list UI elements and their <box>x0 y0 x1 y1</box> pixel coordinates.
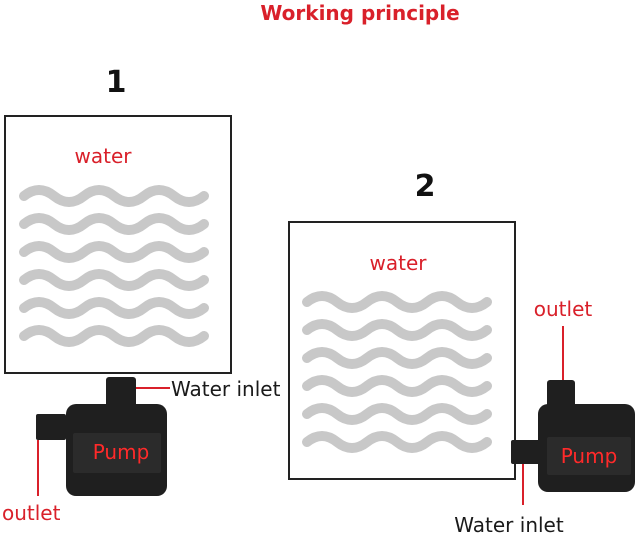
diagram-title: Working principle <box>260 1 459 25</box>
water-wave-line <box>19 297 209 319</box>
pump-1-inlet-label: Water inlet <box>171 377 281 401</box>
pump-1-outlet-nozzle <box>36 414 66 440</box>
tank-1-water-waves <box>19 185 209 347</box>
pump-2-label: Pump <box>561 444 618 468</box>
tank-1-label: water <box>75 144 133 168</box>
setup-1-number: 1 <box>106 65 127 100</box>
tank-2-label: water <box>370 251 428 275</box>
water-wave-line <box>302 319 492 341</box>
pump-2-inlet-nozzle <box>511 440 541 464</box>
water-wave-line <box>302 291 492 313</box>
pump-1-outlet-label: outlet <box>2 501 61 525</box>
pump-1-label: Pump <box>93 440 150 464</box>
pump-2-outlet-nozzle <box>547 380 575 408</box>
water-wave-line <box>302 403 492 425</box>
water-wave-line <box>19 325 209 347</box>
water-wave-line <box>19 241 209 263</box>
water-wave-line <box>302 431 492 453</box>
setup-2-number: 2 <box>415 169 436 204</box>
setup-2: 2 water Pump outlet Water inlet <box>288 169 635 537</box>
water-wave-line <box>19 213 209 235</box>
water-wave-line <box>302 375 492 397</box>
water-wave-line <box>19 185 209 207</box>
pump-1-panel <box>73 433 161 473</box>
water-wave-line <box>302 347 492 369</box>
water-wave-line <box>19 269 209 291</box>
pump-2-inlet-label: Water inlet <box>454 513 564 537</box>
pump-2-panel <box>547 437 631 475</box>
pump-1-inlet-nozzle <box>106 377 136 407</box>
tank-2-water-waves <box>302 291 492 453</box>
setup-1: 1 water Pump Water inlet outlet <box>2 65 281 525</box>
pump-2-outlet-label: outlet <box>534 297 593 321</box>
